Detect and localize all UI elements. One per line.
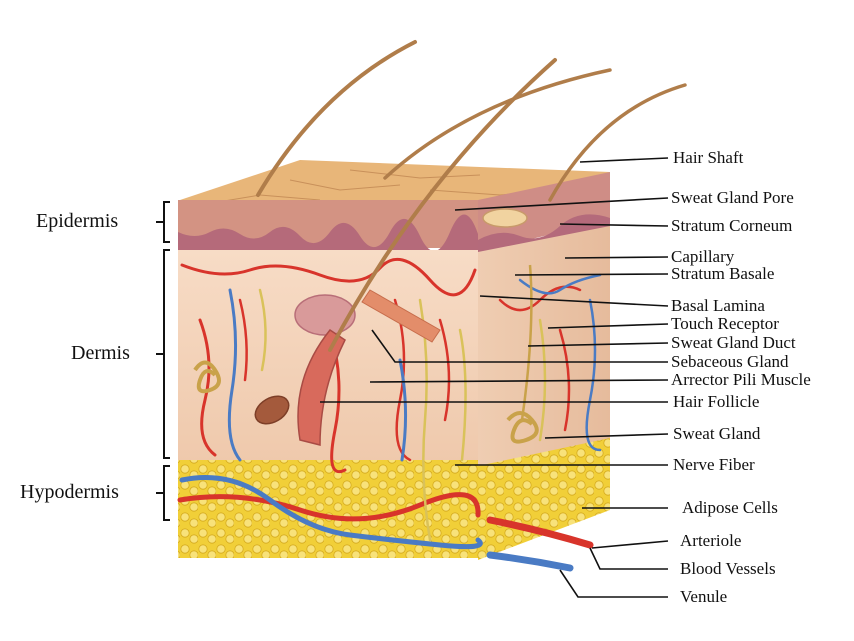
label-dermis: Dermis [71,343,130,363]
label-sweat-gland-pore: Sweat Gland Pore [671,188,794,208]
layer-brackets [156,202,170,520]
label-stratum-basale: Stratum Basale [671,264,774,284]
label-nerve-fiber: Nerve Fiber [673,455,755,475]
label-hypodermis: Hypodermis [20,482,119,502]
label-venule: Venule [680,587,727,607]
label-arteriole: Arteriole [680,531,741,551]
label-sebaceous-gland: Sebaceous Gland [671,352,789,372]
label-blood-vessels: Blood Vessels [680,559,776,579]
label-adipose-cells: Adipose Cells [682,498,778,518]
label-hair-follicle: Hair Follicle [673,392,759,412]
sebaceous-gland-shape [295,295,355,335]
label-hair-shaft: Hair Shaft [673,148,743,168]
label-sweat-gland: Sweat Gland [673,424,760,444]
label-basal-lamina: Basal Lamina [671,296,765,316]
label-arrector-pili-muscle: Arrector Pili Muscle [671,370,811,390]
label-sweat-gland-duct: Sweat Gland Duct [671,333,796,353]
epidermis-front [178,200,478,252]
label-epidermis: Epidermis [36,211,118,231]
sweat-gland-pore-shape [483,209,527,227]
label-touch-receptor: Touch Receptor [671,314,779,334]
label-stratum-corneum: Stratum Corneum [671,216,792,236]
